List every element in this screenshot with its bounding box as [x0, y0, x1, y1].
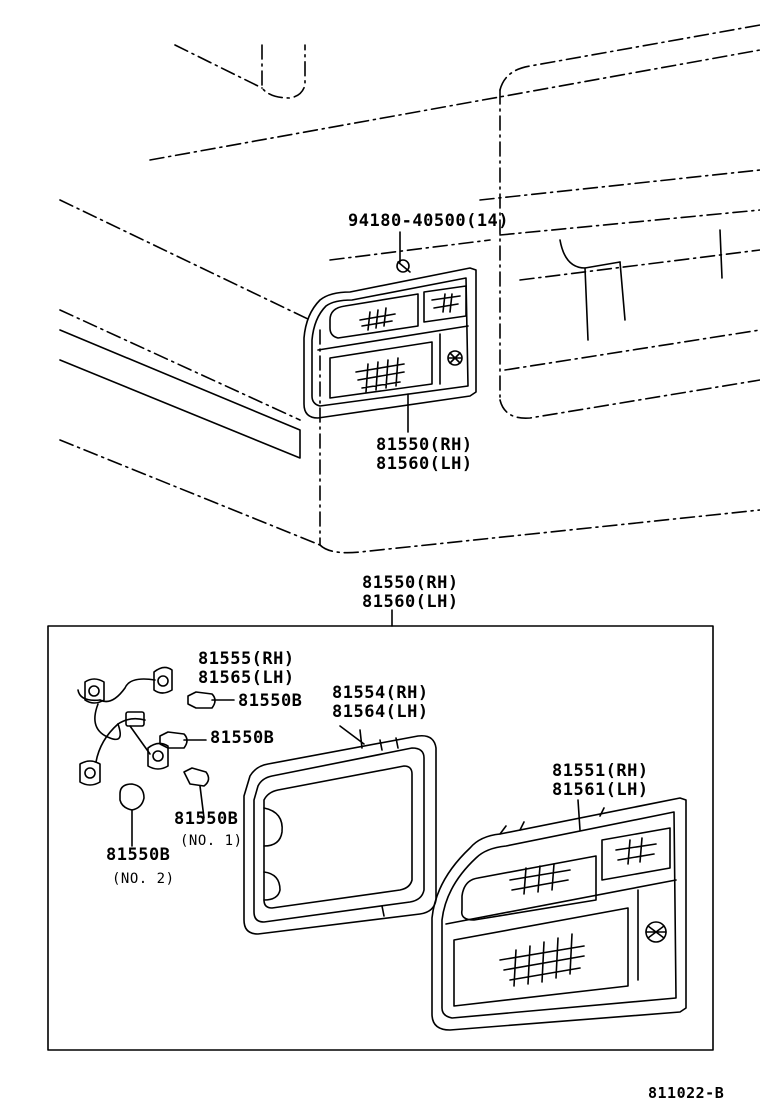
- bulb-no1-number: 81550B: [174, 809, 239, 829]
- vehicle-body-outline: [59, 24, 760, 554]
- installed-lamp-lh-number: 81560(LH): [376, 454, 473, 474]
- gasket-leader: [339, 725, 365, 745]
- installed-lamp-rh-number: 81550(RH): [376, 435, 473, 455]
- screw-part-number: 94180-40500(14): [348, 211, 510, 231]
- socket-harness-drawing: [77, 666, 173, 786]
- gasket-drawing: [243, 729, 437, 935]
- lens-rh-number: 81551(RH): [552, 761, 649, 781]
- bulb-no2-note: (NO. 2): [112, 871, 175, 887]
- drawing-code: 811022-B: [648, 1084, 725, 1102]
- lens-lh-number: 81561(LH): [552, 780, 649, 800]
- bulb-b-number: 81550B: [210, 728, 275, 748]
- socket-rh-number: 81555(RH): [198, 649, 295, 669]
- assembly-frame: [47, 625, 714, 1051]
- bulb-no2-number: 81550B: [106, 845, 171, 865]
- screw-drawing: [396, 231, 411, 273]
- bulb-a-number: 81550B: [238, 691, 303, 711]
- assembly-lh-number: 81560(LH): [362, 592, 459, 612]
- gasket-rh-number: 81554(RH): [332, 683, 429, 703]
- bulb-no1-note: (NO. 1): [180, 833, 243, 849]
- assembly-rh-number: 81550(RH): [362, 573, 459, 593]
- lens-drawing: [431, 797, 687, 1031]
- socket-lh-number: 81565(LH): [198, 668, 295, 688]
- gasket-lh-number: 81564(LH): [332, 702, 429, 722]
- bulb-drawings: [119, 691, 235, 847]
- installed-lamp-drawing: [303, 267, 477, 433]
- body-panel-edges: [59, 229, 723, 459]
